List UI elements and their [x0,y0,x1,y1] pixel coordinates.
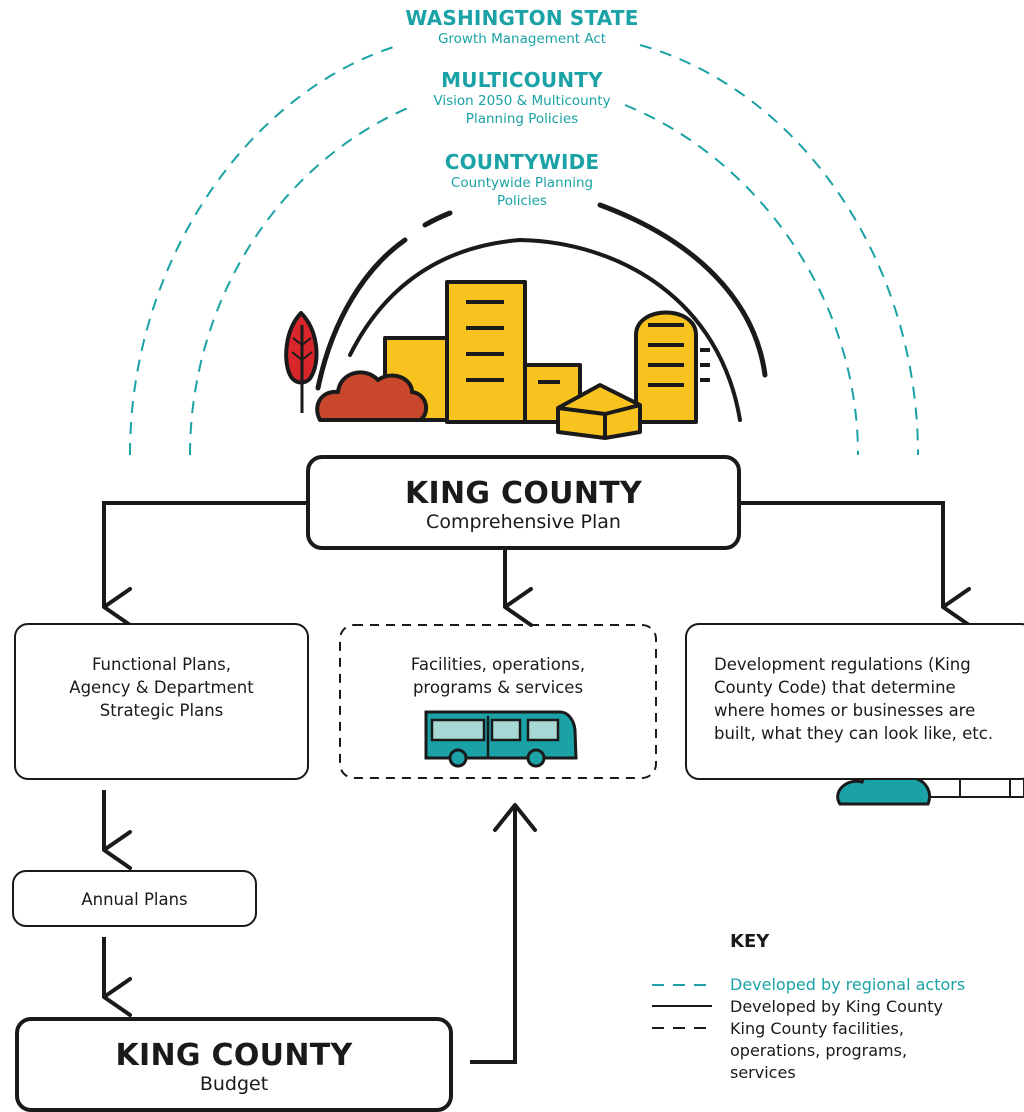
arrow-to-functional-plans [102,501,308,627]
multicounty-title: MULTICOUNTY [441,68,603,92]
facilities-text: Facilities, operations, programs & servi… [340,653,656,699]
countywide-subtitle-line2: Policies [497,193,547,209]
key-facilities-line3: services [730,1063,796,1082]
functional-plans-line3: Strategic Plans [99,701,224,720]
annual-plans-box: Annual Plans [12,870,257,927]
multicounty-subtitle-line1: Vision 2050 & Multicounty [433,93,611,109]
state-level-label: WASHINGTON STATE Growth Management Act [362,6,682,48]
multicounty-arc-left [189,104,416,456]
facilities-box [339,624,657,779]
multicounty-level-label: MULTICOUNTY Vision 2050 & Multicounty Pl… [362,68,682,128]
state-title: WASHINGTON STATE [405,6,639,30]
comprehensive-plan-subtitle: Comprehensive Plan [426,511,621,533]
city-illustration [284,280,710,440]
facilities-line2: programs & services [412,678,584,697]
development-regs-line3: where homes or businesses are [714,701,976,720]
functional-plans-box: Functional Plans, Agency & Department St… [14,623,309,780]
budget-subtitle: Budget [199,1073,269,1095]
countywide-level-label: COUNTYWIDE Countywide Planning Policies [362,150,682,210]
key-facilities-line2: operations, programs, [730,1041,908,1060]
facilities-line1: Facilities, operations, [410,655,586,674]
multicounty-arc-right [624,104,859,456]
development-regs-line1: Development regulations (King [714,655,971,674]
development-regs-line4: built, what they can look like, etc. [714,724,994,743]
countywide-arc-inner [348,237,742,422]
countywide-subtitle-line1: Countywide Planning [450,175,594,191]
countywide-arc-dash-mid [422,210,453,228]
arrow-budget-to-facilities [470,805,517,1064]
state-arc-right [639,44,919,456]
bus-icon [424,710,578,768]
development-regs-box: Development regulations (King County Cod… [685,623,1024,780]
countywide-arc-dash-left [315,237,408,391]
silo-icon [634,310,698,424]
key-facilities-line1: King County facilities, [730,1019,904,1038]
multicounty-subtitle-line2: Planning Policies [465,111,579,127]
development-regs-line2: County Code) that determine [714,678,956,697]
arrow-to-development-regs [740,501,971,627]
key-regional-label: Developed by regional actors [730,975,966,994]
budget-title: KING COUNTY [115,1038,353,1073]
budget-box: KING COUNTY Budget [15,1017,453,1112]
key-title: KEY [730,931,770,952]
key-king-county-label: Developed by King County [730,997,943,1016]
state-subtitle: Growth Management Act [437,31,607,47]
countywide-arc-outer-right [597,202,768,378]
functional-plans-line1: Functional Plans, [91,655,232,674]
state-arc-left [129,44,401,456]
bush-icon [315,370,429,422]
comprehensive-plan-title: KING COUNTY [404,476,643,511]
annual-plans-label: Annual Plans [81,890,188,909]
key-facilities-label: King County facilities, operations, prog… [730,1018,907,1084]
comprehensive-plan-box: KING COUNTY Comprehensive Plan [306,455,741,550]
countywide-title: COUNTYWIDE [444,150,600,174]
functional-plans-line2: Agency & Department [69,678,254,697]
